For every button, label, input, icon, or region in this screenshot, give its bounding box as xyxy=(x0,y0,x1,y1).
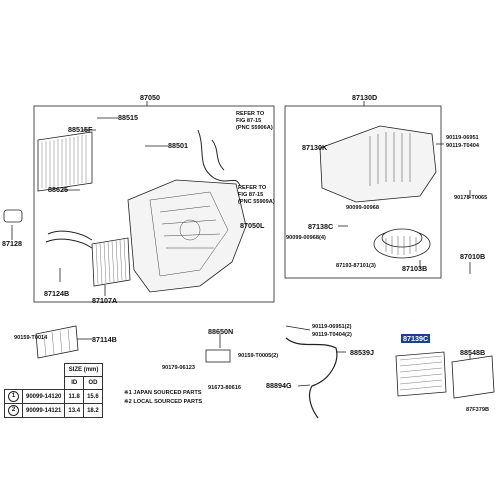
size-col-id: ID xyxy=(64,376,85,390)
label-90119-06951: 90119-06951 xyxy=(446,135,479,141)
part-number-cell: 90099-14121 xyxy=(21,403,66,418)
label-90119-t0404: 90119-T0404 xyxy=(446,143,479,149)
label-90179-06123: 90179-06123 xyxy=(162,365,195,371)
label-87138c: 87138C xyxy=(308,222,334,231)
od-cell: 15.6 xyxy=(83,389,103,404)
label-88539j: 88539J xyxy=(350,348,374,357)
label-87128: 87128 xyxy=(2,239,22,248)
hose-size-table: SIZE (mm) ID OD 1 90099-14120 11.8 15.6 … xyxy=(4,363,103,418)
label-90159-t0005: 90159-T0005(2) xyxy=(238,353,279,359)
label-90159-t0014: 90159-T0014 xyxy=(14,335,48,341)
label-87107a: 87107A xyxy=(92,296,118,305)
id-cell: 11.8 xyxy=(64,389,85,404)
label-87130k: 87130K xyxy=(302,143,328,152)
label-88894g: 88894G xyxy=(266,381,292,390)
label-87010b: 87010B xyxy=(460,252,486,261)
label-90119-06951-2: 90119-06951(2) xyxy=(312,324,352,330)
note-japan-sourced: ※1 JAPAN SOURCED PARTS xyxy=(124,390,202,396)
refer-note-2-line1: REFER TO xyxy=(238,185,267,191)
label-88501: 88501 xyxy=(168,141,188,150)
label-88548b: 88548B xyxy=(460,348,486,357)
label-87050l: 87050L xyxy=(240,221,265,230)
part-number-cell: 90099-14120 xyxy=(21,389,66,404)
label-87050: 87050 xyxy=(140,93,160,102)
id-cell: 13.4 xyxy=(64,403,85,418)
label-87103b: 87103B xyxy=(402,264,428,273)
label-87193-87101: 87193-87101(3) xyxy=(336,263,376,269)
label-87139c-highlighted[interactable]: 87139C xyxy=(401,334,431,344)
refer-note-1-line2: FIG 87-15 xyxy=(236,118,262,124)
table-row: 1 90099-14120 11.8 15.6 xyxy=(4,389,103,404)
label-91673-80616: 91673-80616 xyxy=(208,385,241,391)
row-number-badge: 1 xyxy=(8,391,19,402)
label-88515f: 88515F xyxy=(68,125,93,134)
label-90099-00968: 90099-00968 xyxy=(346,205,379,211)
od-cell: 18.2 xyxy=(83,403,103,418)
refer-note-2-line3: (PNC 55909A) xyxy=(238,199,275,205)
size-header: SIZE (mm) xyxy=(64,363,103,377)
label-87124b: 87124B xyxy=(44,289,70,298)
refer-note-1-line3: (PNC 55906A) xyxy=(236,125,273,131)
label-88515: 88515 xyxy=(118,113,138,122)
label-88650n: 88650N xyxy=(208,327,234,336)
row-number-badge: 2 xyxy=(8,405,19,416)
label-87130d: 87130D xyxy=(352,93,378,102)
table-row: 2 90099-14121 13.4 18.2 xyxy=(4,403,103,418)
note-local-sourced: ※2 LOCAL SOURCED PARTS xyxy=(124,399,203,405)
label-87114b: 87114B xyxy=(92,335,117,344)
label-88625: 88625 xyxy=(48,185,68,194)
label-90178-t0065: 90178-T0065 xyxy=(454,195,488,201)
label-90119-t0404-2: 90119-T0404(2) xyxy=(312,332,352,338)
refer-note-2-line2: FIG 87-15 xyxy=(238,192,264,198)
refer-note-1-line1: REFER TO xyxy=(236,111,265,117)
diagram-code: 87F379B xyxy=(466,407,490,413)
size-col-od: OD xyxy=(83,376,103,390)
label-90099-00968-4: 90099-00968(4) xyxy=(286,235,326,241)
